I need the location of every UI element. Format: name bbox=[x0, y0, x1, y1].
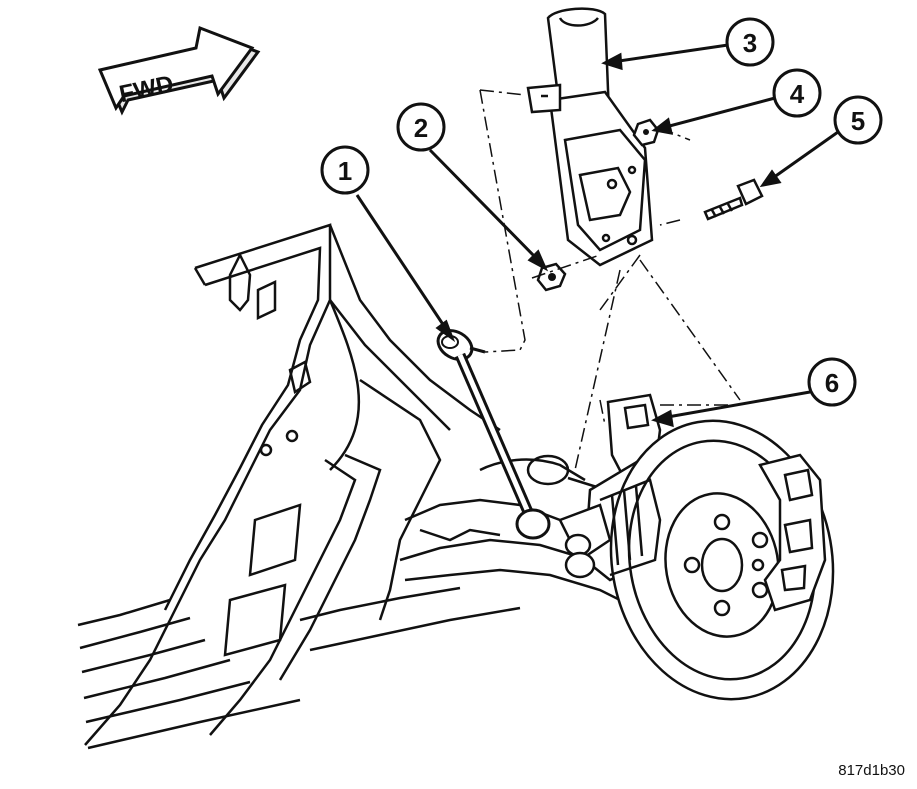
leader-5-arrowhead bbox=[759, 169, 782, 188]
brake-caliper bbox=[758, 453, 827, 612]
leader-2-arrowhead bbox=[527, 249, 549, 272]
callout-1-number: 1 bbox=[338, 156, 352, 186]
leader-4 bbox=[661, 96, 776, 130]
leader-1 bbox=[355, 194, 450, 333]
bolt-5 bbox=[703, 178, 764, 221]
leader-6 bbox=[661, 390, 811, 420]
figure-id: 817d1b30 bbox=[838, 762, 905, 779]
nut-2 bbox=[536, 262, 567, 292]
leader-3-arrowhead bbox=[601, 52, 623, 71]
callout-4-number: 4 bbox=[790, 79, 805, 109]
leader-2 bbox=[428, 148, 542, 264]
callout-3: 3 bbox=[725, 17, 775, 67]
stabilizer-link bbox=[436, 329, 551, 540]
strut-assembly bbox=[526, 7, 654, 267]
callout-1: 1 bbox=[320, 145, 370, 195]
hub-stack bbox=[599, 478, 662, 577]
leader-3 bbox=[611, 43, 729, 64]
callout-leaders bbox=[355, 43, 839, 428]
nut-4 bbox=[632, 118, 660, 147]
callout-4: 4 bbox=[772, 68, 822, 118]
leader-5 bbox=[769, 130, 839, 182]
callout-6: 6 bbox=[807, 357, 857, 407]
callout-2-number: 2 bbox=[414, 113, 428, 143]
callout-5: 5 bbox=[833, 95, 883, 145]
fwd-arrow: FWD bbox=[97, 25, 261, 116]
leader-4-arrowhead bbox=[651, 117, 673, 135]
callout-3-number: 3 bbox=[743, 28, 757, 58]
vehicle-body-panel bbox=[77, 223, 521, 750]
fwd-arrow-body bbox=[97, 25, 255, 112]
leader-6-arrowhead bbox=[651, 409, 674, 428]
callout-2: 2 bbox=[396, 102, 446, 152]
leader-1-arrowhead bbox=[435, 319, 456, 343]
callout-5-number: 5 bbox=[851, 106, 865, 136]
callout-6-number: 6 bbox=[825, 368, 839, 398]
